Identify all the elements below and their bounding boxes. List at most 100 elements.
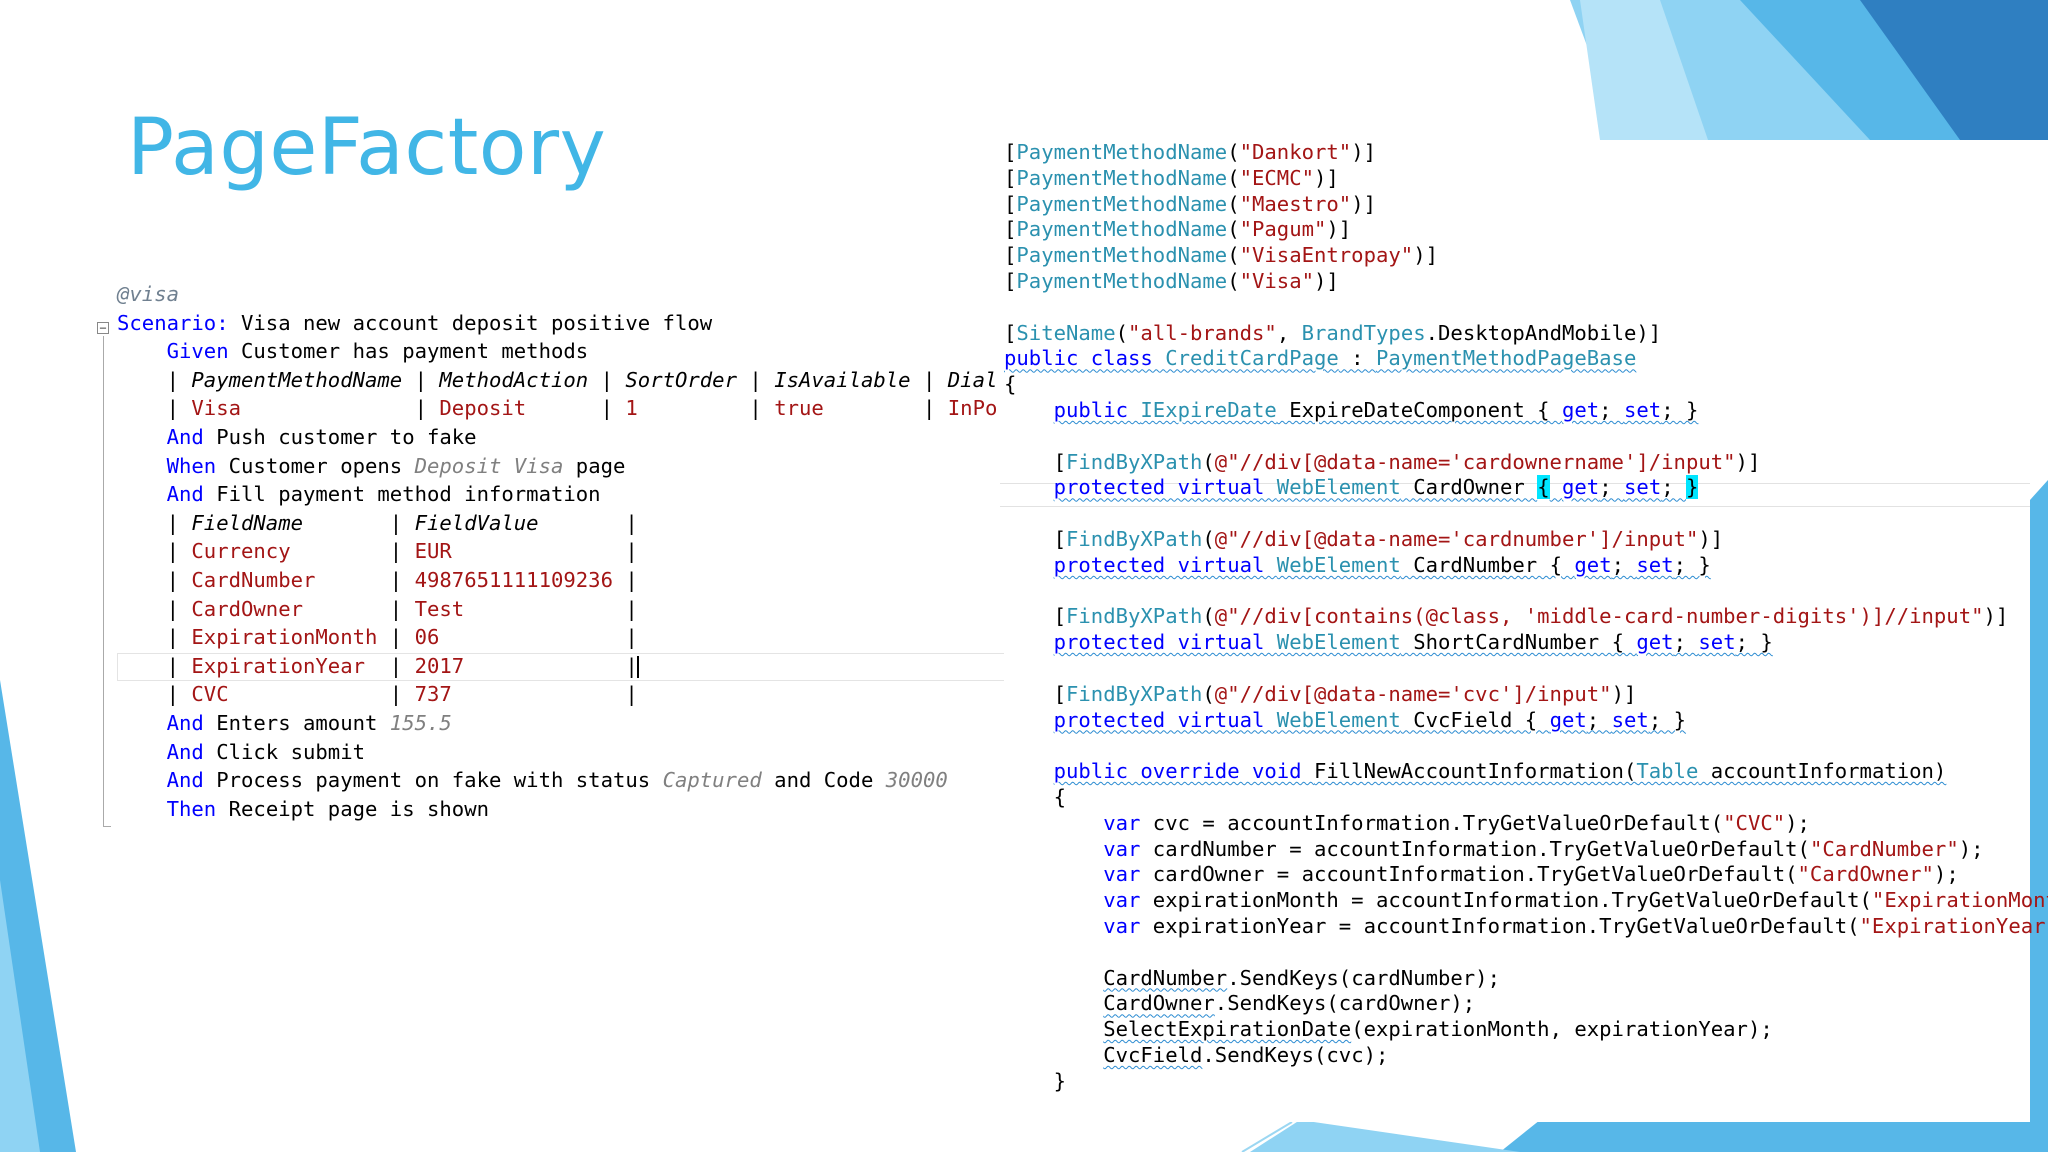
code-line: [PaymentMethodName("Dankort")] [1004,140,1376,166]
code-token: get [1561,398,1600,422]
code-token: set [1611,707,1649,732]
code-token: page [563,453,626,478]
fold-guide [103,336,104,826]
code-token: CvcField [1103,1043,1203,1067]
code-line: [PaymentMethodName("ECMC")] [1004,166,1339,192]
code-token [117,482,167,506]
code-token: | [612,539,638,564]
gherkin-line: Given Customer has payment methods [117,337,589,366]
code-token: | [117,625,192,650]
code-token: ; } [1673,552,1711,577]
code-token: Deposit [439,396,589,421]
code-token: And [166,425,204,449]
code-token: )] [1698,527,1724,551]
code-token: ( [1227,165,1240,190]
code-token: 30000 [885,768,948,793]
code-token: "all-brands" [1128,320,1277,345]
code-token: ; [1586,707,1612,732]
code-token: var [1103,862,1141,887]
code-token: CardOwner [1103,991,1215,1016]
code-token [1004,888,1103,912]
code-token [1004,914,1103,938]
code-token: expirationMonth = accountInformation.Try… [1140,888,1872,913]
code-token: Visa [191,396,403,421]
code-token: expirationYear = accountInformation.TryG… [1140,914,1860,938]
code-token: EUR [414,539,613,564]
code-token: CardOwner [191,596,378,621]
code-token: FindByXPath [1066,527,1203,551]
code-token: "CVC" [1723,810,1786,835]
gherkin-line: | CVC | 737 | [117,680,638,709]
code-token: protected virtual [1053,552,1277,577]
code-token: ( [1115,320,1129,345]
code-line: [PaymentMethodName("Maestro")] [1004,192,1376,218]
code-token: set [1698,630,1736,655]
code-token: )] [1735,449,1761,474]
code-token: public [1053,398,1141,422]
code-token: )] [1611,681,1637,706]
code-token: [ [1004,191,1017,216]
code-token: | [117,682,192,707]
code-token: | [612,568,638,592]
code-token: get [1549,707,1587,732]
code-line: [SiteName("all-brands", BrandTypes.Deskt… [1004,321,1661,347]
code-token: | [377,596,415,621]
code-token [117,425,167,449]
code-token: .SendKeys(cardNumber); [1227,965,1500,990]
code-token: ; [1661,475,1687,500]
code-token: And [166,482,204,507]
code-token: Process payment on fake with status [203,768,663,793]
current-line-highlight [1000,483,2030,507]
code-token: "Maestro" [1239,191,1352,216]
code-token: protected virtual [1053,475,1277,500]
code-token: : [1338,346,1376,371]
code-token: ( [1202,604,1215,629]
code-token: ; } [1648,707,1687,732]
code-token: PaymentMethodName [1016,140,1228,164]
code-token [117,797,167,821]
code-token: [ [1004,217,1017,242]
code-token: @"//div[contains(@class, 'middle-card-nu… [1214,604,1984,629]
code-token: )] [1983,604,2009,629]
code-line: protected virtual WebElement CardNumber … [1004,553,1711,579]
code-token: Dial [947,367,998,392]
code-token: [ [1004,604,1066,629]
code-token: ExpirationYear [191,653,378,678]
code-token: } [1686,475,1699,500]
code-token: PaymentMethodName [1016,191,1228,216]
code-token: | [612,682,638,707]
code-token: .SendKeys(cardOwner); [1214,991,1476,1016]
code-token: Captured [662,768,762,793]
code-token: (expirationMonth, expirationYear); [1351,1017,1773,1042]
code-token: ( [1227,217,1240,242]
code-token: , [1276,320,1302,345]
gherkin-line: And Push customer to fake [117,423,477,452]
code-line: var cardNumber = accountInformation.TryG… [1004,837,1983,863]
code-token: Deposit Visa [414,453,564,478]
code-token: CardNumber [1103,965,1228,990]
code-token: And [166,768,204,793]
code-token: ( [1202,449,1215,474]
code-token: | [588,396,626,421]
code-line: protected virtual WebElement CardOwner {… [1004,475,1699,501]
code-token: [ [1004,681,1066,706]
code-token: PaymentMethodPageBase [1375,346,1637,371]
code-token: Customer opens [216,453,415,478]
code-token [1004,759,1054,783]
csharp-code-editor: [PaymentMethodName("Dankort")][PaymentMe… [1000,140,2048,1122]
code-token: [ [1004,269,1017,293]
code-token: cvc = accountInformation.TryGetValueOrDe… [1140,810,1724,835]
code-token: FieldValue [414,510,613,535]
code-line: [PaymentMethodName("VisaEntropay")] [1004,243,1438,269]
gherkin-line: | CardNumber | 4987651111109236 | [117,566,638,595]
code-token: )] [1351,140,1376,164]
code-token: @"//div[@data-name='cvc']/input" [1214,681,1612,706]
code-token: )] [1326,217,1352,242]
code-token [1004,1017,1103,1041]
code-token: When [166,453,217,478]
collapse-toggle-icon[interactable]: − [97,322,109,334]
code-token: [ [1004,140,1017,164]
code-token: Push customer to fake [203,425,477,449]
code-token: PaymentMethodName [1016,165,1228,190]
